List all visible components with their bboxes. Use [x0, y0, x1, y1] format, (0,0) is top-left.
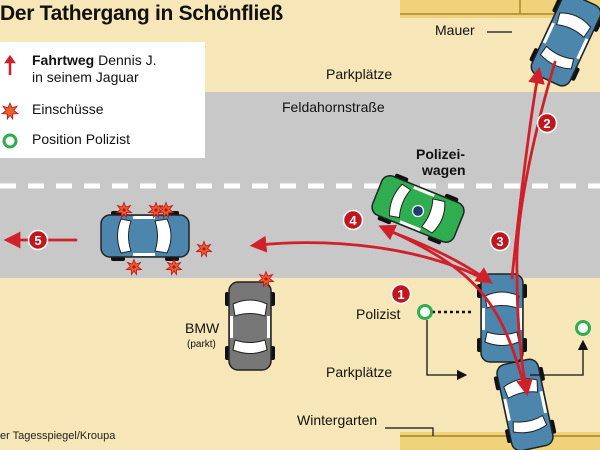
step-number-3: 3: [496, 234, 503, 249]
officer-path-left: [426, 320, 468, 381]
legend-item-route: Fahrtweg Dennis J.in seinem Jaguar: [0, 50, 205, 94]
legend-shots-label: Einschüsse: [32, 101, 104, 117]
legend-officer-label: Position Polizist: [32, 131, 131, 147]
legend-item-shots: Einschüsse: [0, 100, 205, 124]
label-winter-garden: Wintergarten: [297, 412, 378, 428]
red-arrow-icon: [4, 54, 16, 76]
winter-garden-building: [400, 432, 600, 450]
legend-route-text: Fahrtweg Dennis J.in seinem Jaguar: [32, 52, 156, 86]
page-title: Der Tathergang in Schönfließ: [0, 2, 283, 25]
label-officer: Polizist: [356, 306, 401, 322]
image-credit: er Tagesspiegel/Kroupa: [0, 430, 116, 442]
label-police-car-line2: wagen: [422, 162, 466, 178]
label-police-car-line1: Polizei-: [416, 146, 466, 162]
legend-route-line2: in seinem Jaguar: [32, 69, 139, 85]
legend: Fahrtweg Dennis J.in seinem Jaguar Einsc…: [0, 42, 205, 158]
label-parking-top: Parkplätze: [326, 66, 393, 82]
legend-route-bold: Fahrtweg: [32, 52, 95, 68]
step-badges: 1 2 3 4 5: [27, 112, 558, 305]
shot-star-icon: [0, 101, 20, 121]
legend-route-rest: Dennis J.: [94, 52, 157, 68]
route-arrows: [3, 60, 557, 397]
officer-path-right: [530, 339, 589, 376]
step-number-5: 5: [34, 233, 41, 248]
label-parking-bottom: Parkplätze: [326, 364, 393, 380]
step-number-2: 2: [543, 116, 550, 131]
step-number-1: 1: [397, 287, 404, 302]
officer-circle-icon: [2, 133, 18, 149]
label-bmw: BMW: [185, 320, 220, 336]
bmw-car-icon: [224, 281, 276, 371]
step-number-4: 4: [349, 213, 357, 228]
officer-position-1-icon: [417, 304, 433, 320]
officer-position-2-icon: [575, 320, 591, 336]
label-wall: Mauer: [435, 22, 475, 38]
jaguar-position-5-icon: [100, 210, 190, 262]
label-police-car: Polizei-wagen: [416, 146, 466, 178]
label-street: Feldahornstraße: [282, 99, 385, 115]
label-bmw-note: (parkt): [187, 339, 216, 350]
legend-item-officer: Position Polizist: [0, 130, 205, 154]
police-car-siren-icon: [411, 204, 425, 218]
